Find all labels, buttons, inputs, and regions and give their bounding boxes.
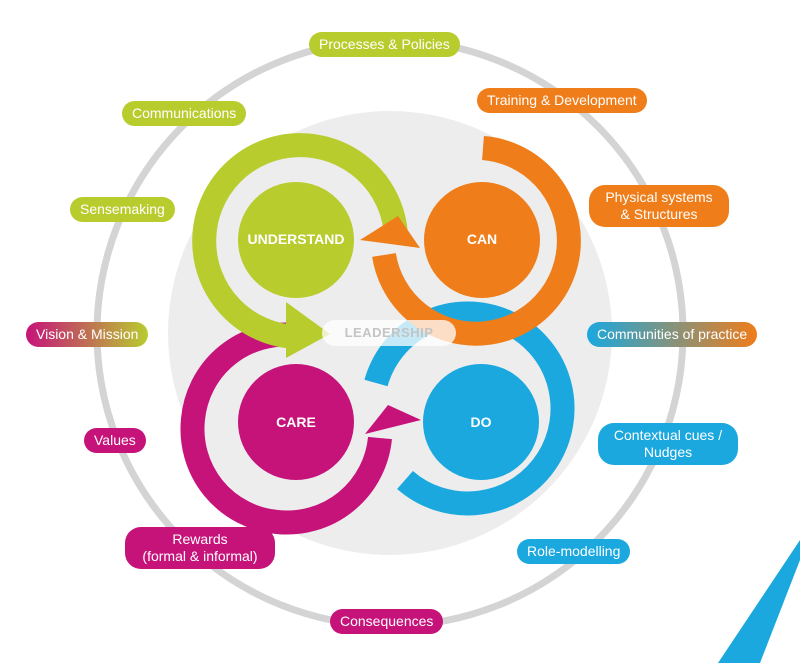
do-circle xyxy=(423,364,539,480)
care-label: CARE xyxy=(276,414,316,430)
lever-processes-policies: Processes & Policies xyxy=(309,32,460,57)
lever-physical-line-2: & Structures xyxy=(620,206,698,222)
lever-communications: Communications xyxy=(122,101,247,126)
lever-rewards-line-1: Rewards xyxy=(172,531,228,547)
understand-label: UNDERSTAND xyxy=(247,231,345,247)
lever-rewards: Rewards (formal & informal) xyxy=(125,527,275,569)
lever-contextual-line-1: Contextual cues / xyxy=(613,427,723,443)
can-label: CAN xyxy=(466,231,498,247)
lever-contextual-line-2: Nudges xyxy=(643,444,693,460)
lever-contextual-cues: Contextual cues / Nudges xyxy=(598,423,738,465)
do-label: DO xyxy=(470,414,492,430)
lever-training-development: Training & Development xyxy=(477,88,647,113)
understand-circle xyxy=(238,182,354,298)
lever-consequences: Consequences xyxy=(330,609,444,634)
understand-loop-arrow xyxy=(192,133,408,358)
lever-role-modelling: Role-modelling xyxy=(517,539,631,564)
care-loop-arrow xyxy=(180,322,421,535)
leadership-label: LEADERSHIP xyxy=(322,320,456,346)
lever-physical-systems: Physical systems & Structures xyxy=(589,185,729,227)
lever-values: Values xyxy=(84,428,146,453)
can-circle xyxy=(424,182,540,298)
lever-communities-of-practice: Communities of practice xyxy=(587,322,758,347)
can-loop-arrow xyxy=(360,136,581,346)
care-circle xyxy=(238,364,354,480)
lever-rewards-line-2: (formal & informal) xyxy=(142,548,258,564)
lever-vision-mission: Vision & Mission xyxy=(26,322,149,347)
corner-stripe xyxy=(718,540,800,663)
lever-sensemaking: Sensemaking xyxy=(70,197,175,222)
lever-physical-line-1: Physical systems xyxy=(605,189,713,205)
